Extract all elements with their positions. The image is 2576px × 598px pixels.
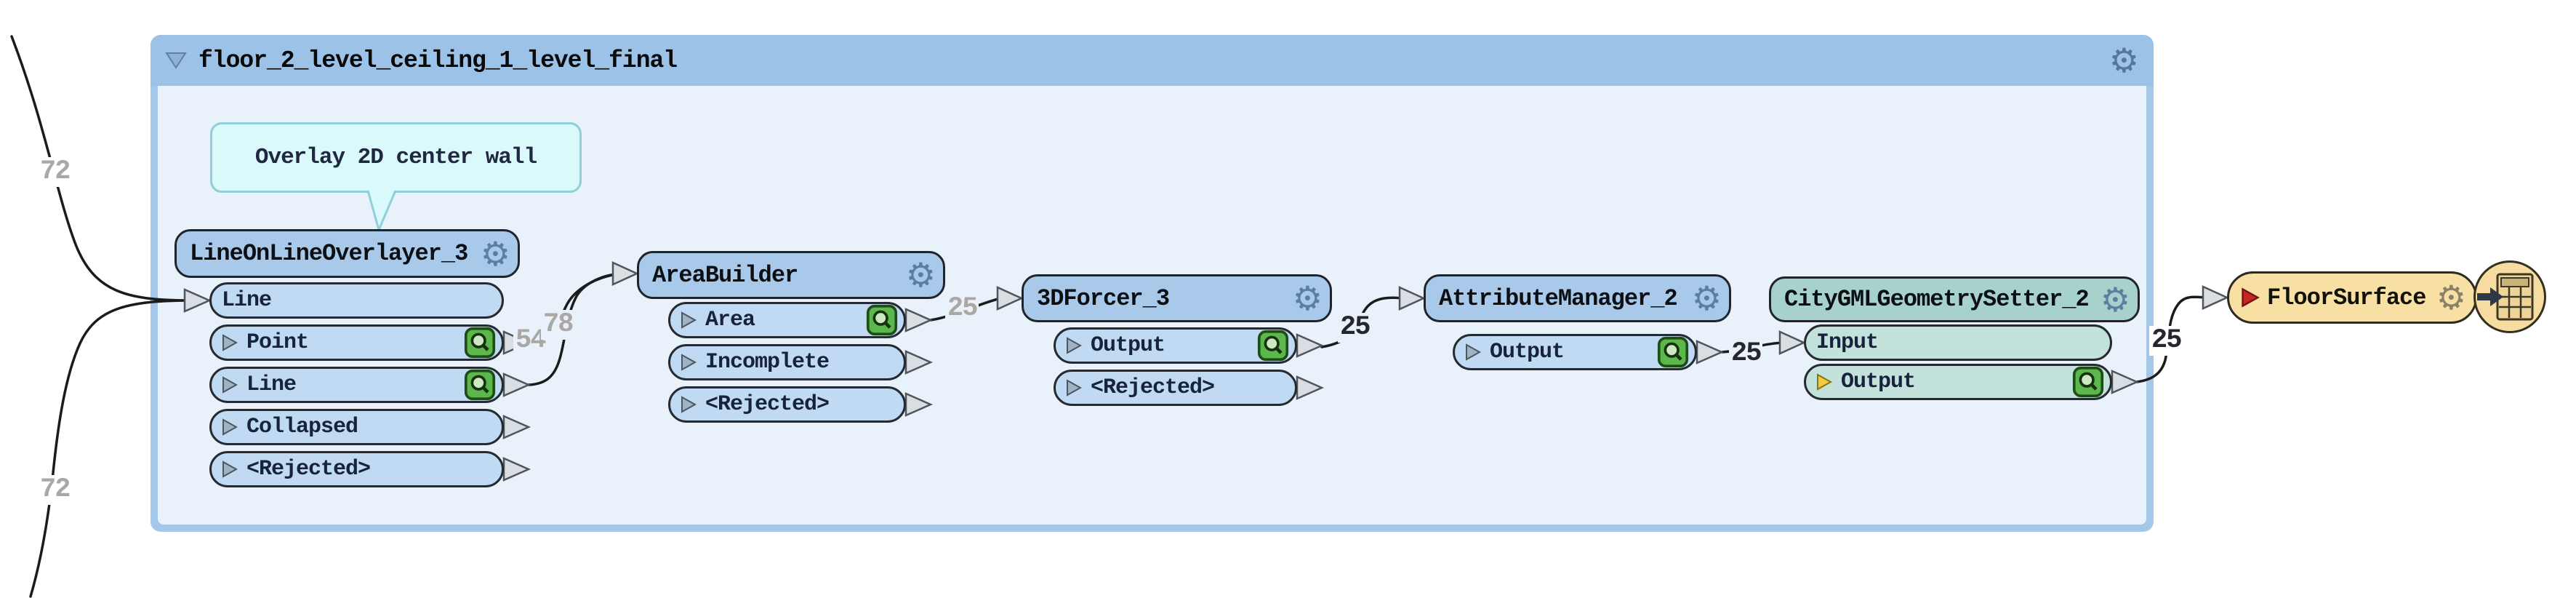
inspector-magnifier-icon[interactable] [866, 304, 898, 336]
port-3df-output[interactable]: Output [1054, 327, 1297, 364]
feature-count: 72 [38, 475, 72, 505]
bookmark-title: floor_2_level_ceiling_1_level_final [198, 47, 678, 74]
feature-count: 25 [1338, 313, 1372, 343]
node-title: 3DForcer_3 [1037, 284, 1170, 312]
node-title: AttributeManager_2 [1439, 284, 1678, 312]
annotation-text: Overlay 2D center wall [254, 145, 537, 170]
port-triangle-icon [681, 311, 697, 329]
node-areabuilder[interactable]: AreaBuilder ⚙ Area Incomplete <Rejected> [637, 251, 957, 426]
bookmark-collapse-icon[interactable] [165, 52, 187, 69]
port-rejected-output[interactable]: <Rejected> [209, 451, 504, 487]
feature-count: 78 [541, 310, 575, 340]
port-collapsed-output[interactable]: Collapsed [209, 409, 504, 445]
gear-icon[interactable]: ⚙ [1292, 279, 1323, 318]
inspector-magnifier-icon[interactable] [1657, 336, 1689, 368]
port-ab-rejected-output[interactable]: <Rejected> [668, 386, 906, 423]
node-lineonlineoverlayer-3[interactable]: LineOnLineOverlayer_3 ⚙ Line Point Line … [174, 229, 538, 491]
port-incomplete-output[interactable]: Incomplete [668, 344, 906, 380]
port-3df-rejected-output[interactable]: <Rejected> [1054, 370, 1297, 406]
bookmark-header[interactable]: floor_2_level_ceiling_1_level_final ⚙ [151, 35, 2154, 86]
gear-icon[interactable]: ⚙ [1691, 279, 1722, 318]
port-triangle-icon [222, 461, 238, 478]
node-areabuilder-header[interactable]: AreaBuilder ⚙ [637, 251, 945, 299]
port-citygml-output[interactable]: Output [1804, 364, 2112, 400]
node-title: AreaBuilder [652, 261, 798, 289]
node-attributemanager-2[interactable]: AttributeManager_2 ⚙ Output [1424, 274, 1736, 376]
gear-icon[interactable]: ⚙ [2100, 279, 2130, 319]
gear-icon[interactable]: ⚙ [2436, 278, 2466, 317]
node-attributemanager-2-header[interactable]: AttributeManager_2 ⚙ [1424, 274, 1731, 322]
port-line-input[interactable]: Line [209, 282, 504, 319]
node-floorsurface-header[interactable]: FloorSurface ⚙ [2227, 271, 2477, 324]
node-lineonlineoverlayer-3-header[interactable]: LineOnLineOverlayer_3 ⚙ [174, 229, 520, 278]
input-arrow-floorsurface[interactable] [2202, 285, 2230, 310]
writer-red-triangle-icon [2242, 287, 2260, 308]
gear-icon[interactable]: ⚙ [480, 234, 510, 274]
node-3dforcer-3[interactable]: 3DForcer_3 ⚙ Output <Rejected> [1022, 274, 1341, 412]
port-triangle-icon [222, 376, 238, 394]
node-floorsurface[interactable]: FloorSurface ⚙ [2227, 260, 2551, 340]
port-triangle-icon [681, 396, 697, 413]
feature-count: 25 [2149, 326, 2183, 356]
port-triangle-icon [1067, 379, 1082, 396]
port-am-output[interactable]: Output [1453, 334, 1697, 370]
node-title: LineOnLineOverlayer_3 [190, 240, 468, 267]
inspector-magnifier-icon[interactable] [2072, 366, 2104, 398]
table-with-arrow-icon [2477, 273, 2534, 321]
inspector-magnifier-icon[interactable] [464, 369, 496, 401]
inspector-magnifier-icon[interactable] [1257, 330, 1289, 362]
node-citygmlgeometrysetter-2[interactable]: CityGMLGeometrySetter_2 ⚙ Input Output [1769, 276, 2147, 407]
feature-count: 25 [1729, 339, 1763, 369]
port-area-output[interactable]: Area [668, 302, 906, 338]
bookmark-gear-icon[interactable]: ⚙ [2108, 41, 2139, 80]
inspector-magnifier-icon[interactable] [464, 327, 496, 359]
writer-feature-type-badge[interactable] [2473, 260, 2546, 333]
port-line-output[interactable]: Line [209, 367, 504, 403]
node-title: CityGMLGeometrySetter_2 [1784, 286, 2090, 313]
port-triangle-yellow-icon [1817, 373, 1832, 391]
port-triangle-icon [222, 418, 238, 436]
port-citygml-input[interactable]: Input [1804, 324, 2112, 361]
feature-count: 25 [945, 294, 979, 324]
port-point-output[interactable]: Point [209, 324, 504, 361]
port-triangle-icon [1466, 343, 1481, 361]
feature-count: 72 [38, 157, 72, 187]
port-triangle-icon [681, 354, 697, 371]
gear-icon[interactable]: ⚙ [905, 255, 936, 295]
port-triangle-icon [1067, 337, 1082, 354]
node-title: FloorSurface [2267, 284, 2426, 311]
node-citygmlgeometrysetter-2-header[interactable]: CityGMLGeometrySetter_2 ⚙ [1769, 276, 2140, 322]
annotation-note[interactable]: Overlay 2D center wall [210, 122, 582, 193]
node-3dforcer-3-header[interactable]: 3DForcer_3 ⚙ [1022, 274, 1332, 322]
port-triangle-icon [222, 334, 238, 351]
